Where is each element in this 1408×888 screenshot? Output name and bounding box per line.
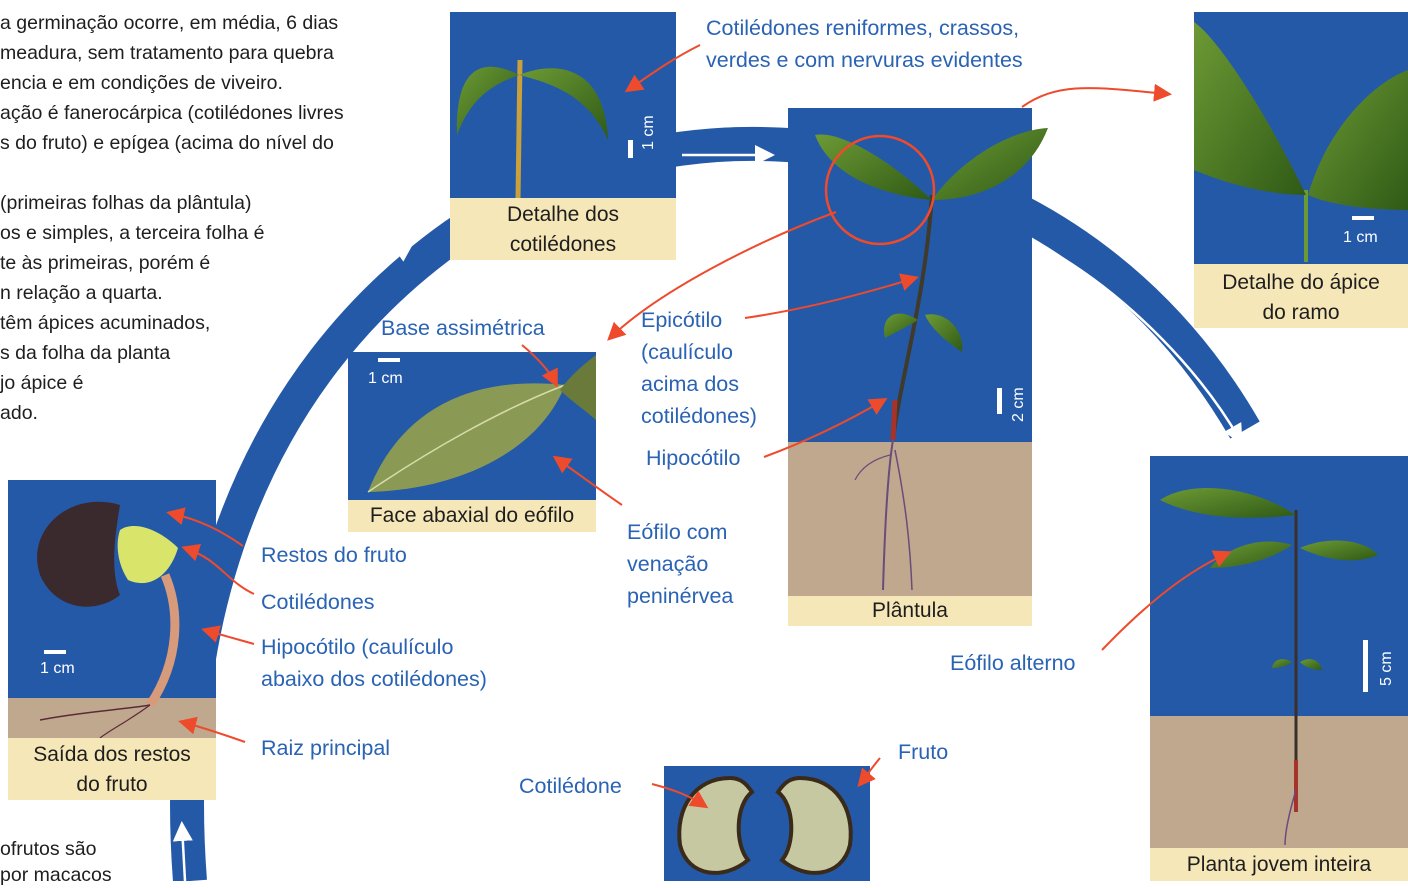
label-cotyledons: Cotilédones [261,590,375,614]
scale-young-plant: 5 cm [1378,651,1395,686]
caption-leaf-face: Face abaxial do eófilo [369,504,575,527]
scale-fruit-exit: 1 cm [40,660,75,677]
label-eophyll-venation: Eófilo com venação peninérvea [627,520,734,608]
label-epicotyl: Epicótilo (caulículo acima dos cotilédon… [641,308,757,428]
label-cotyledon-desc: Cotilédones reniformes, crassos, verdes … [706,16,1023,72]
caption-young-plant: Planta jovem inteira [1186,853,1372,876]
footer-line: por macacos [0,864,112,886]
label-base: Base assimétrica [381,316,545,340]
footer-line: ofrutos são [0,838,97,860]
leader-arrows [166,44,1232,809]
intro-line: s da folha da planta [0,342,171,364]
footer-text: ofrutos são por macacos [0,836,112,888]
intro-line: têm ápices acuminados, [0,312,211,334]
label-alternate-eophyll: Eófilo alterno [950,651,1076,675]
intro-line: s do fruto) e epígea (acima do nível do [0,132,334,154]
caption-fruit-exit: Saída dos restos do fruto [33,743,191,796]
label-fruit: Fruto [898,740,949,764]
intro-line: te às primeiras, porém é [0,252,211,274]
panel-young-plant [1150,456,1408,881]
cycle-ring-inner-line-2 [1061,256,1243,445]
label-main-root: Raiz principal [261,736,391,760]
intro-line: n relação a quarta. [0,282,163,304]
intro-line: ação é fanerocárpica (cotilédones livres [0,102,344,124]
panel-apex-detail [1194,12,1408,328]
caption-cotyledon-detail: Detalhe dos cotilédones [506,203,620,256]
intro-line: os e simples, a terceira folha é [0,222,265,244]
panel-cotyledon-detail [450,12,676,260]
scale-leaf: 1 cm [368,370,403,387]
label-hypocotyl-below: Hipocótilo (caulículo abaixo dos cotiléd… [261,635,487,691]
intro-line [0,158,344,188]
scale-apex: 1 cm [1343,229,1378,246]
cycle-ring-inner-line-3 [172,821,193,881]
caption-seedling: Plântula [872,599,948,622]
label-cotyledon: Cotilédone [519,774,622,798]
cycle-ring-inner-line [216,242,415,491]
intro-line: meadura, sem tratamento para quebra [0,42,334,64]
panel-seedling [788,108,1048,626]
intro-line: (primeiras folhas da plântula) [0,192,252,214]
intro-line: ado. [0,402,38,424]
intro-line: encia e em condições de viveiro. [0,72,283,94]
panel-fruit [664,766,870,881]
label-hypocotyl: Hipocótilo [646,446,741,470]
scale-cotyledon: 1 cm [640,115,657,150]
caption-apex-detail: Detalhe do ápice do ramo [1222,271,1380,324]
scale-seedling: 2 cm [1010,387,1027,422]
intro-line: a germinação ocorre, em média, 6 dias [0,12,339,34]
label-fruit-remains: Restos do fruto [261,543,407,567]
intro-line: jo ápice é [0,372,84,394]
intro-text: a germinação ocorre, em média, 6 dias me… [0,8,344,428]
